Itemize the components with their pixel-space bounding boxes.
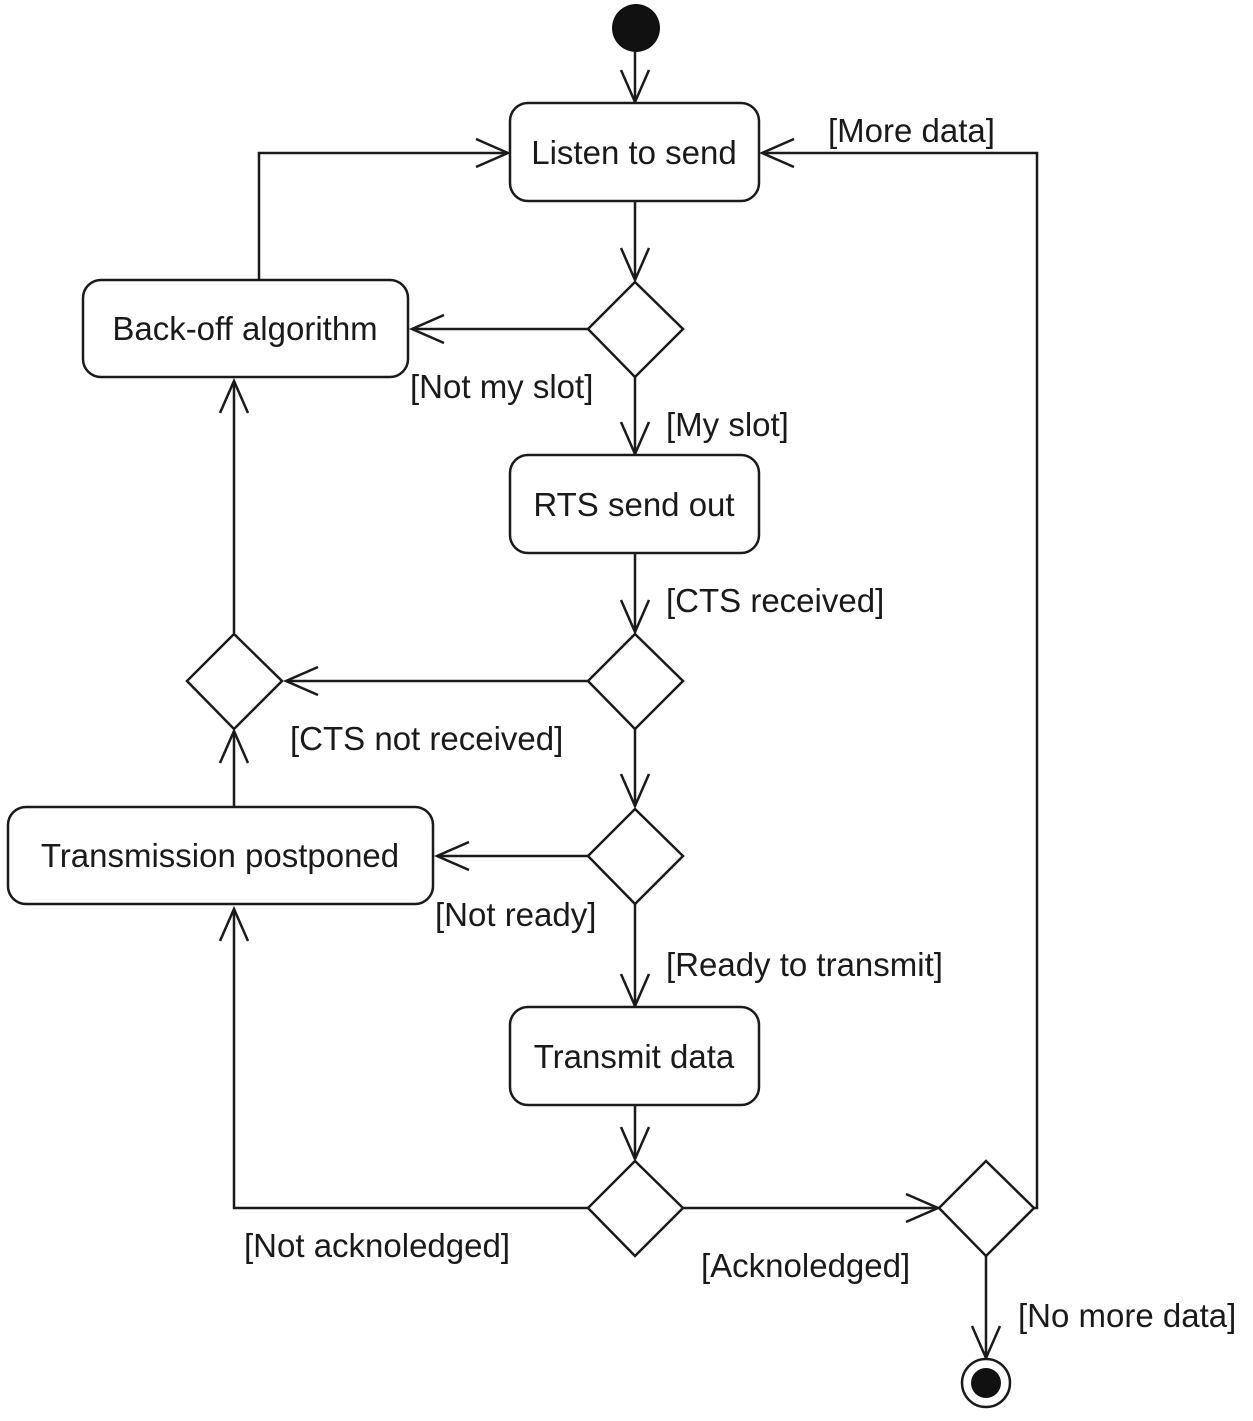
initial-node (612, 4, 660, 52)
flow-not-acknowledged (232, 909, 588, 1210)
arrowhead-ack-decision (619, 1126, 651, 1163)
activity-transmit: Transmit data (508, 1005, 761, 1107)
guard-more-data: [More data] (828, 112, 995, 149)
guard-not-my-slot: [Not my slot] (410, 368, 593, 405)
guard-labels: [More data] [Not my slot] [My slot] [CTS… (244, 112, 1236, 1334)
flow-lines (232, 52, 1039, 1358)
activity-postponed-label: Transmission postponed (41, 837, 399, 874)
guard-acknowledged: [Acknoledged] (701, 1247, 910, 1284)
activity-rts-label: RTS send out (533, 486, 734, 523)
activity-listen-label: Listen to send (531, 134, 736, 171)
arrowhead-merge-from-cts (282, 665, 319, 697)
guard-not-acknowledged: [Not acknoledged] (244, 1227, 510, 1264)
arrowhead-listen-from-more-data (758, 137, 795, 169)
arrowhead-ready-decision (619, 773, 651, 810)
arrowhead-postponed-from-ack (218, 905, 250, 942)
activity-transmit-label: Transmit data (534, 1038, 735, 1075)
activity-rts: RTS send out (508, 453, 761, 555)
guard-no-more-data: [No more data] (1018, 1297, 1236, 1334)
arrowhead-slot-decision (619, 247, 651, 284)
decision-more-data (937, 1159, 1036, 1258)
guard-cts-not-received: [CTS not received] (290, 720, 563, 757)
arrowhead-listen-from-backoff (475, 137, 512, 169)
activity-backoff: Back-off algorithm (81, 278, 410, 379)
arrowheads (218, 69, 1002, 1362)
arrowhead-backoff-from-slot (408, 313, 445, 345)
activity-postponed: Transmission postponed (6, 805, 435, 906)
decision-cts (586, 632, 685, 731)
arrowhead-merge-from-postponed (218, 727, 250, 764)
decision-ready (586, 807, 685, 906)
guard-not-ready: [Not ready] (435, 896, 596, 933)
flow-backoff-to-listen (257, 151, 508, 279)
decision-slot (586, 280, 685, 379)
final-node (960, 1357, 1012, 1409)
guard-my-slot: [My slot] (666, 406, 789, 443)
activity-listen: Listen to send (508, 101, 761, 203)
flow-more-data (762, 151, 1039, 1210)
guard-ready-to-transmit: [Ready to transmit] (666, 946, 943, 983)
guard-cts-received: [CTS received] (666, 582, 884, 619)
arrowhead-postponed-from-ready (433, 840, 470, 872)
arrowhead-backoff-from-merge (218, 377, 250, 414)
activity-backoff-label: Back-off algorithm (112, 310, 377, 347)
decision-merge-backoff (185, 632, 284, 731)
decision-acknowledged (586, 1159, 685, 1258)
arrowhead-cts-decision (619, 599, 651, 636)
